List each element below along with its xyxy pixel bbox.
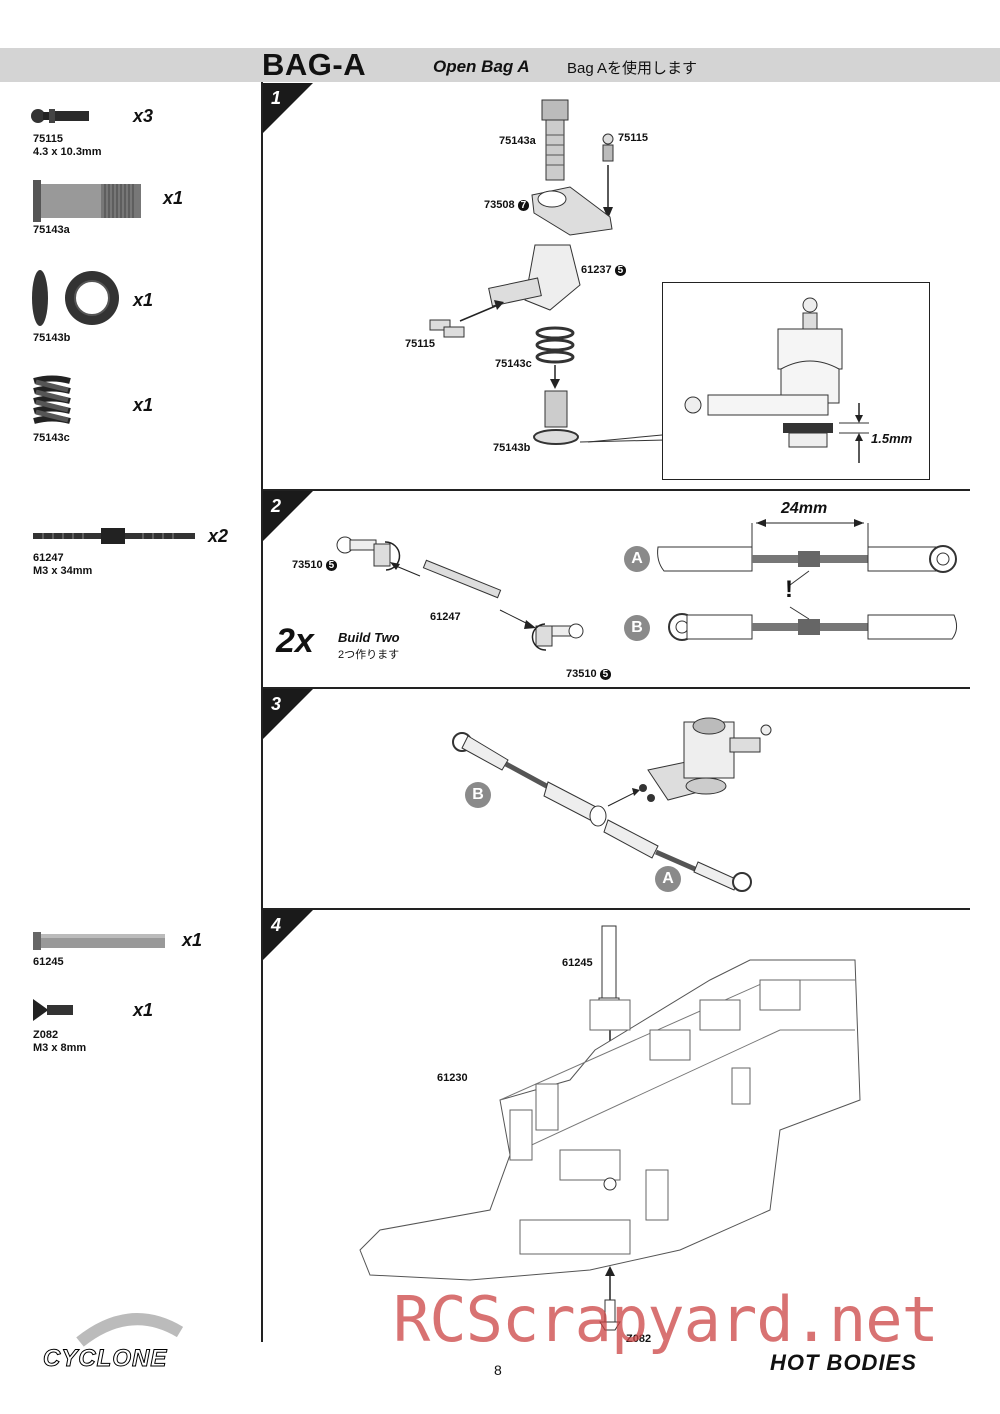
- variant-badge-num: 7: [517, 200, 530, 211]
- cyclone-logo: CYCLONE: [42, 1345, 168, 1373]
- part-label: 61237 5: [581, 264, 627, 276]
- part-number: Z082: [33, 1029, 59, 1041]
- step4-diagram: [359, 925, 861, 1331]
- step-marker: [263, 83, 313, 133]
- step-number: 2: [271, 496, 282, 516]
- part-number: 75143a: [33, 224, 70, 236]
- part-number: 61245: [33, 956, 64, 968]
- variant-badge-num: 5: [614, 265, 627, 276]
- step2-variants: [657, 519, 958, 641]
- step1-diagram: [429, 99, 666, 445]
- part-label: Z082: [626, 1333, 652, 1345]
- warning-mark: !: [785, 576, 793, 603]
- part-label: 73508 7: [484, 199, 530, 211]
- variant-badge-b: B: [624, 615, 650, 641]
- part-number: 61247: [33, 552, 64, 564]
- step-divider: [261, 489, 970, 491]
- bag-subtitle: Open Bag A: [433, 57, 530, 76]
- detail-inset: 1.5mm: [662, 282, 930, 480]
- part-label: 75143b: [493, 442, 530, 454]
- step-number: 3: [271, 694, 282, 714]
- step-number: 4: [271, 915, 282, 935]
- part-label: 75115: [618, 132, 648, 144]
- variant-badge-a: A: [655, 866, 681, 892]
- step-number: 1: [271, 88, 282, 108]
- label-text: 73510: [292, 559, 323, 571]
- step-divider: [261, 908, 970, 910]
- part-size: M3 x 8mm: [33, 1042, 87, 1054]
- label-text: 75143a: [499, 135, 536, 147]
- part-label: 75115: [405, 338, 435, 350]
- cyclone-logo-swirl-icon: [76, 1313, 184, 1347]
- bag-title: BAG-A: [262, 47, 367, 82]
- build-two-text-jp: 2つ作ります: [338, 649, 400, 661]
- part-qty: x1: [133, 1000, 154, 1020]
- label-text: 61247: [430, 611, 461, 623]
- step-marker: [263, 491, 313, 541]
- hot-bodies-logo: HOT BODIES: [770, 1350, 917, 1375]
- page-number: 8: [494, 1362, 502, 1378]
- build-two-text: Build Two: [338, 630, 400, 645]
- part-qty: x2: [208, 526, 229, 546]
- adjust-nut-icon: [32, 270, 119, 326]
- column-divider: [261, 82, 263, 1342]
- part-size: 4.3 x 10.3mm: [33, 146, 102, 158]
- inset-pointer: [587, 434, 663, 443]
- part-number: 75115: [33, 133, 63, 145]
- inset-dimension: 1.5mm: [871, 431, 913, 446]
- part-qty: x1: [163, 188, 184, 208]
- label-text: 73510: [566, 668, 597, 680]
- label-text: 75115: [405, 338, 435, 350]
- label-text: 73508: [484, 199, 515, 211]
- part-qty: x1: [133, 290, 154, 310]
- part-label: 75143a: [499, 135, 536, 147]
- variant-badge-a: A: [624, 546, 650, 572]
- variant-badge-num: 5: [325, 560, 338, 571]
- inset-diagram: [684, 297, 869, 463]
- step2-diagram: [336, 536, 584, 651]
- label-text: 61237: [581, 264, 612, 276]
- variant-badge-b: B: [465, 782, 491, 808]
- part-qty: x1: [182, 930, 203, 950]
- bag-subtitle-jp: Bag Aを使用します: [567, 60, 698, 77]
- step3-diagram: [452, 717, 772, 892]
- part-qty: x1: [133, 395, 154, 415]
- part-number: 75143b: [33, 332, 71, 344]
- part-qty: x3: [133, 106, 154, 126]
- part-label: 73510 5: [292, 559, 338, 571]
- part-label: 61245: [562, 957, 593, 969]
- part-size: M3 x 34mm: [33, 565, 93, 577]
- part-number: 75143c: [33, 432, 70, 444]
- part-label: 61247: [430, 611, 461, 623]
- header-bar: [0, 48, 1000, 82]
- label-text: 75115: [618, 132, 648, 144]
- step-marker: [263, 910, 313, 960]
- variant-badge-num: 5: [599, 669, 612, 680]
- multiplier: 2x: [276, 622, 314, 660]
- part-label: 75143c: [495, 358, 532, 370]
- turnbuckle-icon: [33, 528, 195, 544]
- spring-icon: [33, 375, 71, 424]
- label-text: 75143c: [495, 358, 532, 370]
- watermark: RCScrapyard.net: [393, 1283, 939, 1356]
- pin-icon: [33, 932, 165, 950]
- step-divider: [261, 687, 970, 689]
- screw-icon: [33, 999, 73, 1021]
- dimension-label: 24mm: [781, 500, 828, 517]
- shock-body-icon: [33, 180, 141, 222]
- label-text: 75143b: [493, 442, 531, 454]
- part-label: 73510 5: [566, 668, 612, 680]
- part-label: 61230: [437, 1072, 468, 1084]
- step-marker: [263, 689, 313, 739]
- ball-stud-icon: [31, 109, 89, 123]
